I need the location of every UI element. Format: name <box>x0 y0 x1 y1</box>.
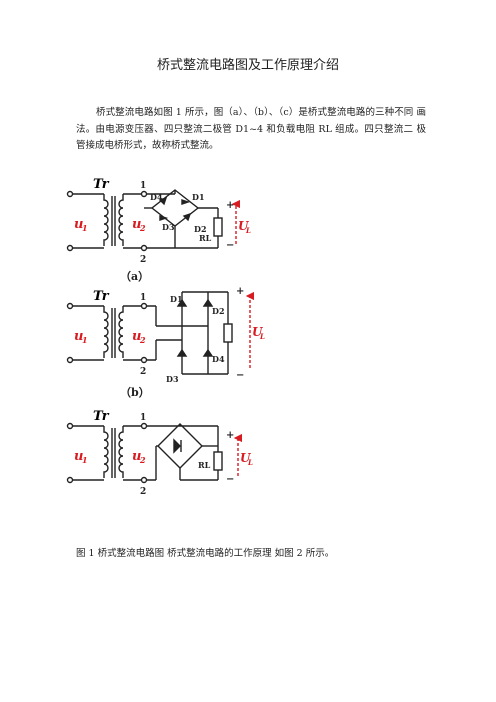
svg-text:Tr: Tr <box>93 409 110 424</box>
svg-text:L: L <box>247 458 253 467</box>
svg-text:D4: D4 <box>212 354 225 364</box>
svg-text:D1: D1 <box>170 294 183 304</box>
svg-text:（b）: （b） <box>120 386 150 399</box>
intro-paragraph: 桥式整流电路如图 1 所示，图（a）、（b）、（c）是桥式整流电路的三种不同 画… <box>76 107 426 151</box>
svg-text:D2: D2 <box>212 306 225 316</box>
svg-text:2: 2 <box>139 223 146 233</box>
svg-text:2: 2 <box>140 487 146 497</box>
svg-text:−: − <box>226 240 234 251</box>
svg-text:−: − <box>236 370 244 381</box>
circuit-c-labels: Tr 1 2 u 1 u 2 RL + − U L <box>74 409 253 497</box>
svg-text:D3: D3 <box>166 374 179 384</box>
bridge-rectifier-figure: Tr 1 2 u 1 u 2 D1 D4 D3 D2 RL + − U L （a… <box>66 177 265 497</box>
svg-text:+: + <box>226 430 234 441</box>
svg-text:U: U <box>240 451 252 465</box>
svg-text:u: u <box>132 449 141 464</box>
svg-text:2: 2 <box>139 455 146 465</box>
circuit-c <box>66 422 243 484</box>
svg-text:u: u <box>74 449 83 464</box>
svg-text:D1: D1 <box>192 192 205 202</box>
svg-text:1: 1 <box>140 413 146 423</box>
svg-text:U: U <box>238 219 250 233</box>
svg-text:U: U <box>252 325 264 339</box>
svg-text:1: 1 <box>140 181 146 191</box>
svg-text:1: 1 <box>82 335 88 345</box>
svg-text:D3: D3 <box>162 222 175 232</box>
svg-text:2: 2 <box>140 255 146 265</box>
svg-text:−: − <box>226 474 234 485</box>
svg-text:1: 1 <box>82 455 88 465</box>
svg-text:L: L <box>259 332 265 341</box>
svg-text:u: u <box>74 217 83 232</box>
svg-text:u: u <box>132 329 141 344</box>
circuit-a <box>66 189 241 252</box>
svg-text:+: + <box>226 200 234 211</box>
svg-text:u: u <box>74 329 83 344</box>
svg-text:D2: D2 <box>194 224 207 234</box>
svg-text:Tr: Tr <box>93 177 110 192</box>
svg-text:D4: D4 <box>150 192 163 202</box>
svg-text:2: 2 <box>139 335 146 345</box>
circuit-a-labels: Tr 1 2 u 1 u 2 D1 D4 D3 D2 RL + − U L （a… <box>74 177 251 283</box>
svg-text:RL: RL <box>199 233 212 243</box>
svg-text:L: L <box>245 226 251 235</box>
page-title: 桥式整流电路图及工作原理介绍 <box>156 58 339 73</box>
svg-text:RL: RL <box>198 460 211 470</box>
figure-caption: 图 1 桥式整流电路图 桥式整流电路的工作原理 如图 2 所示。 <box>76 548 335 559</box>
svg-text:1: 1 <box>140 293 146 303</box>
circuit-b <box>66 291 255 375</box>
svg-text:+: + <box>236 286 244 297</box>
svg-text:u: u <box>132 217 141 232</box>
svg-text:1: 1 <box>82 223 88 233</box>
svg-text:（a）: （a） <box>120 270 149 283</box>
svg-text:Tr: Tr <box>93 289 110 304</box>
circuit-b-labels: Tr 1 2 u 1 u 2 D1 D2 D3 D4 + − U L （b） <box>74 286 265 399</box>
svg-text:2: 2 <box>140 367 146 377</box>
